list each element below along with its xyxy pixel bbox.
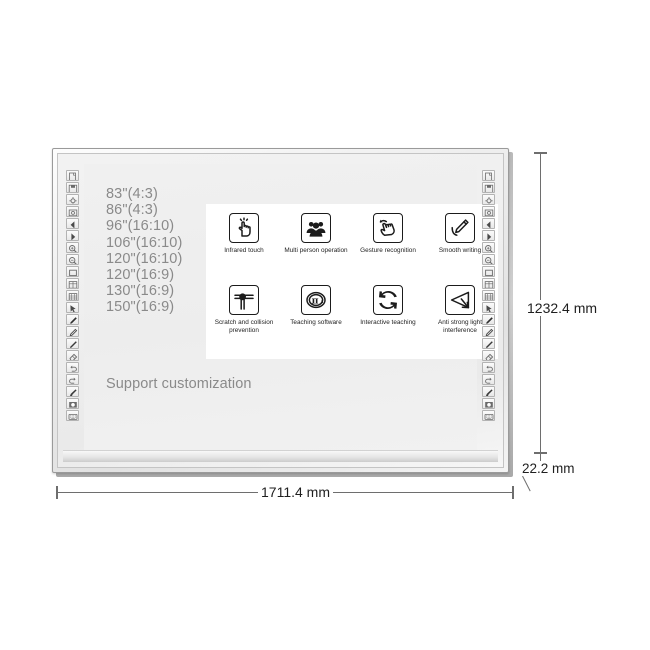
feature-label: Interactive teaching: [360, 318, 416, 326]
svg-text:π: π: [312, 295, 319, 306]
feature-panel: Infrared touch Multi person operation Gest…: [206, 204, 498, 359]
whiteboard-bezel: 83"(4:3)86"(4:3)96"(16:10)106"(16:10)120…: [57, 153, 504, 468]
thickness-dimension-label: 22.2 mm: [519, 461, 578, 476]
shape-rect-icon[interactable]: [66, 266, 79, 277]
infrared-touch-icon: [229, 213, 259, 243]
shape-rect-icon[interactable]: [482, 266, 495, 277]
height-dimension-label: 1232.4 mm: [524, 300, 601, 316]
thickness-dimension-line: [540, 452, 541, 466]
shape-grid-icon[interactable]: [66, 290, 79, 301]
screen-size-option: 120"(16:9): [106, 267, 175, 284]
prev-page-icon[interactable]: [66, 218, 79, 229]
new-page-icon[interactable]: [66, 170, 79, 181]
feature-item: Smooth writing: [424, 210, 496, 282]
screen-size-option: 96"(16:10): [106, 218, 175, 235]
screen-size-option: 106"(16:10): [106, 234, 183, 251]
feature-item: Infrared touch: [208, 210, 280, 282]
highlighter-icon[interactable]: [66, 326, 79, 337]
whiteboard-frame: 83"(4:3)86"(4:3)96"(16:10)106"(16:10)120…: [52, 148, 509, 473]
feature-label: Smooth writing: [438, 247, 482, 254]
width-dimension-cap-right: [512, 486, 514, 499]
settings-icon[interactable]: [482, 194, 495, 205]
next-page-icon[interactable]: [482, 230, 495, 241]
redo-icon[interactable]: [482, 374, 495, 385]
undo-icon[interactable]: [482, 362, 495, 373]
feature-label: Gesture recognition: [360, 247, 416, 254]
marker-icon[interactable]: [482, 338, 495, 349]
feature-label: Infrared touch: [224, 247, 264, 254]
gesture-recognition-icon: [373, 213, 403, 243]
feature-label: Scratch and collision prevention: [214, 318, 274, 334]
height-dimension-cap-top: [534, 152, 547, 154]
feature-item: Interactive teaching: [352, 282, 424, 354]
width-dimension-cap-left: [56, 486, 58, 499]
customization-note: Support customization: [106, 376, 252, 392]
smooth-writing-icon: [445, 213, 475, 243]
screen-content: 83"(4:3)86"(4:3)96"(16:10)106"(16:10)120…: [58, 154, 503, 467]
eraser-icon[interactable]: [482, 350, 495, 361]
next-page-icon[interactable]: [66, 230, 79, 241]
screenshot-icon[interactable]: [482, 206, 495, 217]
shape-grid-icon[interactable]: [482, 290, 495, 301]
keyboard-icon[interactable]: [66, 410, 79, 421]
screen-size-option: 150"(16:9): [106, 299, 175, 316]
highlighter-icon[interactable]: [482, 326, 495, 337]
zoom-in-icon[interactable]: [66, 242, 79, 253]
save-icon[interactable]: [482, 182, 495, 193]
feature-item: Scratch and collision prevention: [208, 282, 280, 354]
anti-glare-icon: [445, 284, 475, 315]
feature-item: Gesture recognition: [352, 210, 424, 282]
zoom-out-icon[interactable]: [482, 254, 495, 265]
eraser-icon[interactable]: [66, 350, 79, 361]
feature-label: Multi person operation: [284, 247, 348, 254]
zoom-out-icon[interactable]: [66, 254, 79, 265]
new-page-icon[interactable]: [482, 170, 495, 181]
redo-icon[interactable]: [66, 374, 79, 385]
screen-size-option: 130"(16:9): [106, 283, 175, 300]
feature-label: Anti strong light interference: [437, 318, 483, 334]
screen-size-list: 83"(4:3)86"(4:3)96"(16:10)106"(16:10)120…: [106, 186, 182, 316]
screen-size-option: 120"(16:10): [106, 250, 183, 267]
thickness-dimension-cap: [534, 452, 547, 454]
feature-item: Anti strong light interference: [424, 282, 496, 354]
left-tool-strip[interactable]: [64, 170, 81, 421]
settings-icon[interactable]: [66, 194, 79, 205]
save-icon[interactable]: [66, 182, 79, 193]
svg-text:a: a: [321, 300, 324, 305]
select-icon[interactable]: [482, 302, 495, 313]
brush-icon[interactable]: [66, 386, 79, 397]
spotlight-icon[interactable]: [66, 398, 79, 409]
feature-item: Multi person operation: [280, 210, 352, 282]
scratch-prevention-icon: [229, 284, 259, 315]
screen-size-option: 86"(4:3): [106, 202, 158, 219]
right-tool-strip[interactable]: [480, 170, 497, 421]
multi-person-icon: [301, 213, 331, 243]
feature-label: Teaching software: [290, 318, 342, 326]
zoom-in-icon[interactable]: [482, 242, 495, 253]
screenshot-icon[interactable]: [66, 206, 79, 217]
select-icon[interactable]: [66, 302, 79, 313]
spotlight-icon[interactable]: [482, 398, 495, 409]
prev-page-icon[interactable]: [482, 218, 495, 229]
marker-icon[interactable]: [66, 338, 79, 349]
screen-size-option: 83"(4:3): [106, 186, 158, 202]
pen-icon[interactable]: [482, 314, 495, 325]
keyboard-icon[interactable]: [482, 410, 495, 421]
thickness-leader-line: [522, 475, 531, 492]
pen-tray: [63, 450, 498, 462]
width-dimension-label: 1711.4 mm: [258, 484, 333, 500]
pen-icon[interactable]: [66, 314, 79, 325]
shape-table-icon[interactable]: [482, 278, 495, 289]
interactive-teaching-icon: [373, 284, 403, 315]
shape-table-icon[interactable]: [66, 278, 79, 289]
brush-icon[interactable]: [482, 386, 495, 397]
undo-icon[interactable]: [66, 362, 79, 373]
